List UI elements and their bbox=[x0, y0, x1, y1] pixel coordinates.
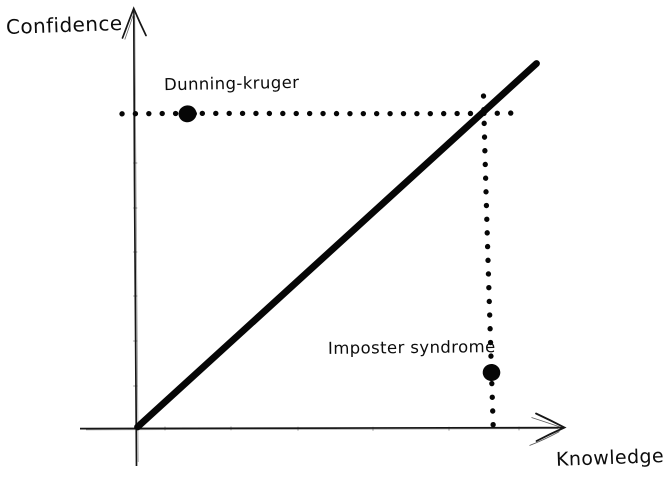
x-axis-arrowhead-sketch-double-bottom bbox=[529, 431, 560, 446]
x-axis-arrowhead bbox=[535, 412, 567, 442]
dunning-kruger-point-label: Dunning-kruger bbox=[163, 72, 300, 95]
y-axis-tick-marks bbox=[133, 162, 138, 387]
x-axis-line bbox=[79, 426, 565, 430]
dunning-kruger-guide-dotted-line bbox=[119, 110, 520, 117]
dunning-kruger-point-ink-nub bbox=[194, 110, 197, 118]
y-axis-label: Confidence bbox=[5, 10, 123, 40]
x-axis-line-sketch-double bbox=[85, 428, 559, 431]
y-axis-line-sketch-double bbox=[134, 15, 139, 463]
y-axis-arrowhead-sketch-double bbox=[124, 11, 135, 40]
y-axis-line bbox=[132, 10, 138, 467]
x-axis-arrowhead-sketch-double-top bbox=[531, 417, 561, 428]
identity-line bbox=[134, 60, 540, 431]
x-axis-tick-marks bbox=[164, 426, 520, 431]
dunning-kruger-point bbox=[178, 105, 197, 123]
y-axis bbox=[121, 6, 147, 467]
imposter-syndrome-point-label: Imposter syndrome bbox=[327, 337, 496, 358]
imposter-syndrome-point bbox=[482, 363, 501, 382]
x-axis-label: Knowledge bbox=[555, 445, 664, 471]
y-axis-arrowhead bbox=[121, 6, 147, 39]
x-axis bbox=[79, 412, 567, 446]
imposter-syndrome-guide-dotted-line bbox=[480, 93, 497, 440]
